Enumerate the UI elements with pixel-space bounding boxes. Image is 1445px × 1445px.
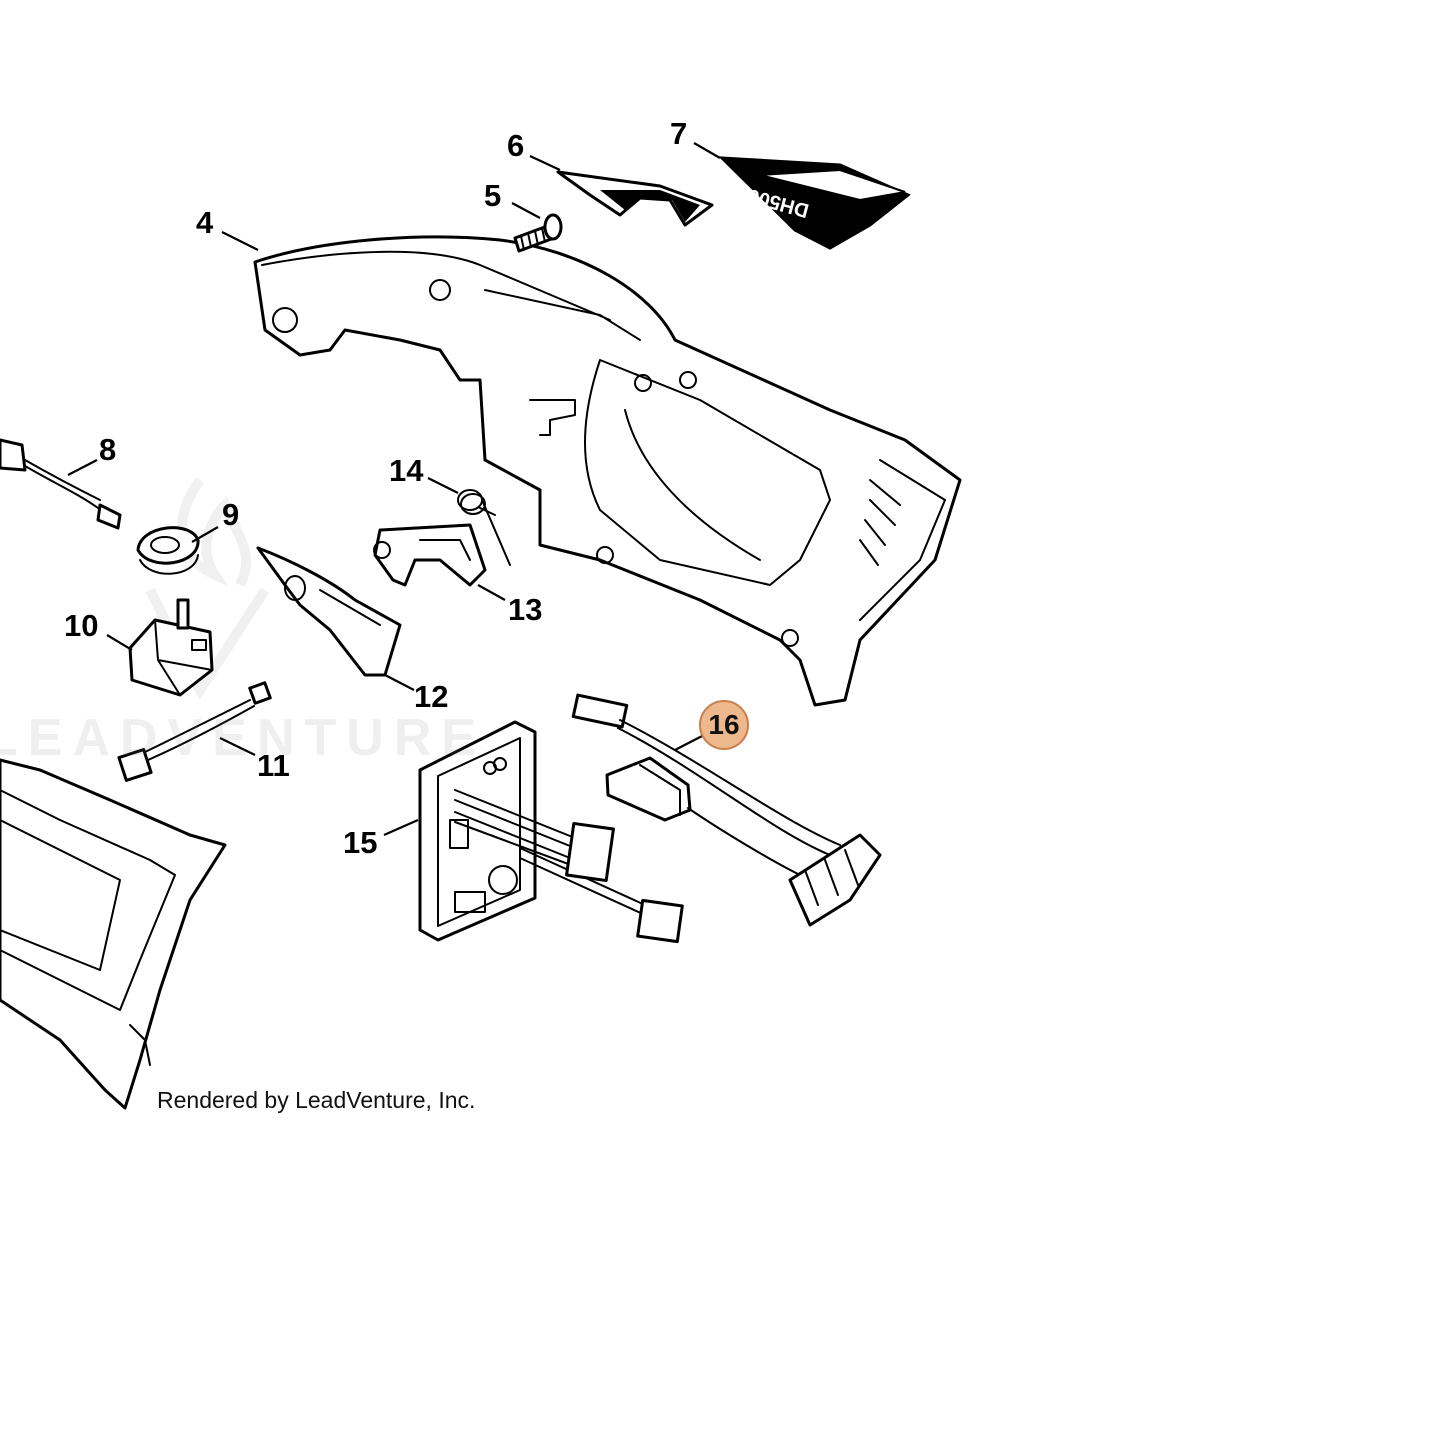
part-6-decal[interactable] <box>556 170 714 227</box>
callout-15[interactable]: 15 <box>343 825 378 860</box>
callout-16-highlighted[interactable]: 16 <box>699 700 749 750</box>
callout-4[interactable]: 4 <box>196 205 214 240</box>
part-16-harness[interactable] <box>571 693 882 927</box>
callout-11[interactable]: 11 <box>257 748 290 783</box>
callout-10[interactable]: 10 <box>64 608 99 643</box>
callout-6[interactable]: 6 <box>507 128 525 163</box>
leader-lines <box>67 142 721 837</box>
lower-left-housing <box>0 758 227 1110</box>
callout-7[interactable]: 7 <box>670 116 688 151</box>
render-credit: Rendered by LeadVenture, Inc. <box>157 1087 476 1113</box>
callout-13[interactable]: 13 <box>508 592 543 627</box>
callout-9[interactable]: 9 <box>222 497 240 532</box>
part-12-trigger[interactable] <box>256 546 402 677</box>
part-5-screw[interactable] <box>513 213 563 253</box>
part-11-cable[interactable] <box>117 681 272 782</box>
callout-8[interactable]: 8 <box>99 432 117 467</box>
part-9-grommet[interactable] <box>136 526 200 575</box>
callout-5[interactable]: 5 <box>484 178 502 213</box>
part-13-lever[interactable] <box>373 523 487 587</box>
callout-12[interactable]: 12 <box>414 679 449 714</box>
part-15-board[interactable] <box>418 720 684 944</box>
watermark-text: LEADVENTURE <box>0 709 487 767</box>
callout-14[interactable]: 14 <box>389 453 424 488</box>
part-7-decal[interactable]: DH5000 <box>718 156 911 250</box>
part-8-harness[interactable] <box>0 438 122 530</box>
part-10-switch[interactable] <box>128 598 214 697</box>
part-14-spring[interactable] <box>457 489 511 566</box>
part-4-housing[interactable] <box>253 235 962 707</box>
